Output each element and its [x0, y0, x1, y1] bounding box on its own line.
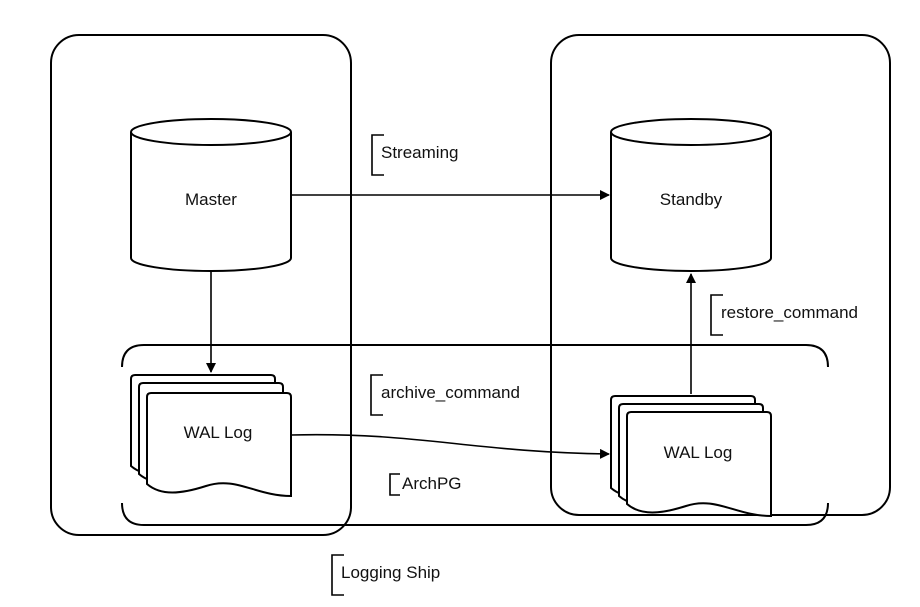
archive-command-brace [370, 374, 383, 416]
standby-wal-log[interactable]: WAL Log [610, 395, 772, 518]
master-database[interactable]: Master [130, 118, 292, 272]
streaming-brace [371, 134, 384, 176]
standby-server-frame [550, 34, 891, 516]
archpg-label: ArchPG [402, 474, 462, 493]
streaming-label: Streaming [381, 143, 458, 162]
master-wal-label: WAL Log [184, 423, 253, 442]
archive-arrow [290, 433, 610, 459]
archpg-brace [389, 473, 400, 496]
logging-ship-brace [331, 554, 344, 596]
standby-wal-label: WAL Log [664, 443, 733, 462]
standby-database[interactable]: Standby [610, 118, 772, 272]
standby-label: Standby [660, 190, 723, 209]
master-label: Master [185, 190, 237, 209]
master-server-frame [50, 34, 352, 536]
logging-ship-caption: Logging Ship [341, 563, 440, 582]
restore-command-label: restore_command [721, 303, 858, 322]
archive-command-label: archive_command [381, 383, 520, 402]
master-wal-log[interactable]: WAL Log [130, 374, 292, 498]
archpg-container-base [121, 502, 829, 526]
restore-command-brace [710, 294, 723, 336]
archpg-container [121, 344, 829, 368]
